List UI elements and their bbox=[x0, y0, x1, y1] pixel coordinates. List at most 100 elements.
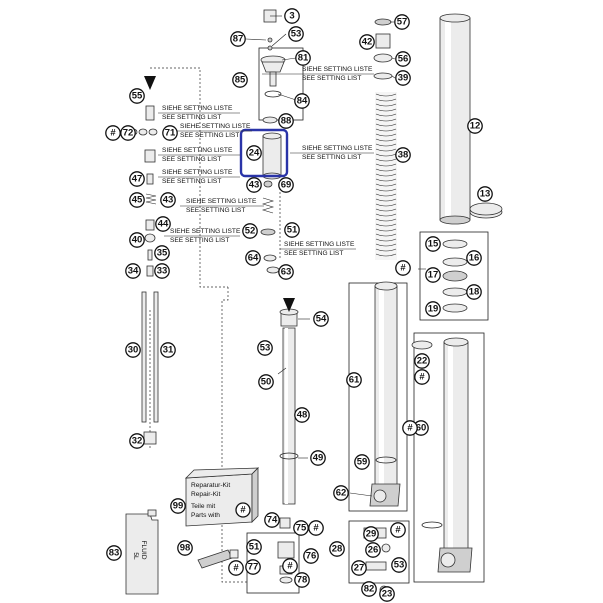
inner-tube bbox=[439, 13, 471, 225]
callout-c26-circle bbox=[365, 542, 381, 558]
right-outer-tube-frame bbox=[413, 332, 485, 583]
callout-c64: 64 bbox=[248, 253, 259, 264]
callout-c53a-circle bbox=[288, 26, 304, 42]
callout-c29-circle bbox=[363, 526, 379, 542]
callout-c43b-circle bbox=[160, 192, 176, 208]
callout-c49-circle bbox=[310, 450, 326, 466]
callout-c40: 40 bbox=[132, 235, 143, 246]
callout-c26: 26 bbox=[368, 545, 379, 556]
callout-c87: 87 bbox=[233, 34, 244, 45]
callout-c23: 23 bbox=[382, 589, 393, 600]
callout-c52: 52 bbox=[245, 226, 256, 237]
cartridge-cylinder bbox=[262, 116, 282, 180]
callout-c71-circle bbox=[162, 125, 178, 141]
callout-c16-circle bbox=[466, 250, 482, 266]
callout-c59: 59 bbox=[357, 457, 368, 468]
callout-c31: 31 bbox=[163, 345, 174, 356]
callout-c28-circle bbox=[329, 541, 345, 557]
hash-h1: # bbox=[110, 128, 116, 139]
callout-c56: 56 bbox=[398, 54, 409, 65]
svg-text:SIEHE SETTING LISTE: SIEHE SETTING LISTE bbox=[302, 66, 373, 73]
svg-text:SEE SETTING LIST: SEE SETTING LIST bbox=[180, 132, 239, 139]
callout-c81: 81 bbox=[298, 53, 309, 64]
callout-c16: 16 bbox=[469, 253, 480, 264]
callout-c28: 28 bbox=[332, 544, 343, 555]
callout-c18: 18 bbox=[469, 287, 480, 298]
svg-text:SIEHE SETTING LISTE: SIEHE SETTING LISTE bbox=[284, 241, 355, 248]
fluid-label-2: 5L bbox=[132, 552, 139, 560]
callout-c53c: 53 bbox=[394, 560, 405, 571]
callout-c55-circle bbox=[129, 88, 145, 104]
callout-c17-circle bbox=[425, 267, 441, 283]
callout-c52-circle bbox=[242, 223, 258, 239]
fork-spring bbox=[375, 92, 397, 260]
damper-rods bbox=[141, 291, 159, 445]
callout-c39-circle bbox=[395, 70, 411, 86]
svg-text:SIEHE SETTING LISTE: SIEHE SETTING LISTE bbox=[162, 105, 233, 112]
cap-assembly bbox=[260, 9, 286, 98]
repair-kit-line2: Repair-Kit bbox=[191, 491, 220, 498]
callout-c72: 72 bbox=[123, 128, 134, 139]
callout-c38: 38 bbox=[398, 150, 409, 161]
callout-c45-circle bbox=[129, 192, 145, 208]
highlight-box bbox=[239, 128, 289, 178]
bushing-22 bbox=[411, 340, 433, 350]
fluid-can bbox=[125, 509, 159, 595]
callout-c71: 71 bbox=[165, 128, 176, 139]
o-ring-left bbox=[375, 456, 397, 464]
svg-text:SEE SETTING LIST: SEE SETTING LIST bbox=[162, 156, 221, 163]
callout-c78-circle bbox=[294, 572, 310, 588]
top-cap-parts bbox=[373, 18, 393, 80]
callout-c49: 49 bbox=[313, 453, 324, 464]
callout-c53c-circle bbox=[391, 557, 407, 573]
svg-text:SIEHE SETTING LISTE: SIEHE SETTING LISTE bbox=[186, 198, 257, 205]
hash-h7-circle bbox=[228, 560, 244, 576]
callout-c24: 24 bbox=[249, 148, 260, 159]
callout-c42-circle bbox=[359, 34, 375, 50]
callout-c13-circle bbox=[477, 186, 493, 202]
callout-c57-circle bbox=[394, 14, 410, 30]
callout-c84: 84 bbox=[297, 96, 308, 107]
callout-c85-circle bbox=[232, 72, 248, 88]
callout-c54: 54 bbox=[316, 314, 327, 325]
callout-c76-circle bbox=[303, 548, 319, 564]
hash-h5: # bbox=[395, 525, 401, 536]
callout-c78: 78 bbox=[297, 575, 308, 586]
callout-c62-circle bbox=[333, 485, 349, 501]
valve-parts-center bbox=[260, 180, 280, 274]
callout-c19: 19 bbox=[428, 304, 439, 315]
callout-c51b-circle bbox=[246, 539, 262, 555]
callout-c33-circle bbox=[154, 263, 170, 279]
callout-c60: 60 bbox=[416, 423, 427, 434]
callout-c57: 57 bbox=[397, 17, 408, 28]
callout-c99-circle bbox=[170, 498, 186, 514]
callout-c22: 22 bbox=[417, 356, 428, 367]
callout-c38-circle bbox=[395, 147, 411, 163]
callout-c34-circle bbox=[125, 263, 141, 279]
svg-text:SIEHE SETTING LISTE: SIEHE SETTING LISTE bbox=[170, 228, 241, 235]
callout-c48: 48 bbox=[297, 410, 308, 421]
callout-c43a: 43 bbox=[249, 180, 260, 191]
fluid-label-1: FLUID bbox=[140, 540, 147, 559]
callout-c98-circle bbox=[177, 540, 193, 556]
callout-c99: 99 bbox=[173, 501, 184, 512]
callout-c77: 77 bbox=[248, 562, 259, 573]
callout-c53a: 53 bbox=[291, 29, 302, 40]
callout-c83-circle bbox=[106, 545, 122, 561]
callout-c39: 39 bbox=[398, 73, 409, 84]
callout-c29: 29 bbox=[366, 529, 377, 540]
callout-c74: 74 bbox=[267, 515, 278, 526]
svg-text:SIEHE SETTING LISTE: SIEHE SETTING LISTE bbox=[180, 123, 251, 130]
hash-h4: # bbox=[313, 523, 319, 534]
callout-c44-circle bbox=[155, 216, 171, 232]
callout-c48-circle bbox=[294, 407, 310, 423]
guide-line-mid bbox=[199, 258, 228, 288]
callout-c82: 82 bbox=[364, 584, 375, 595]
callout-c47: 47 bbox=[132, 174, 143, 185]
callout-c31-circle bbox=[160, 342, 176, 358]
callout-c88-circle bbox=[278, 113, 294, 129]
callout-c40-circle bbox=[129, 232, 145, 248]
callout-c43a-circle bbox=[246, 177, 262, 193]
outer-tube-left bbox=[369, 281, 401, 507]
callout-c54-circle bbox=[313, 311, 329, 327]
